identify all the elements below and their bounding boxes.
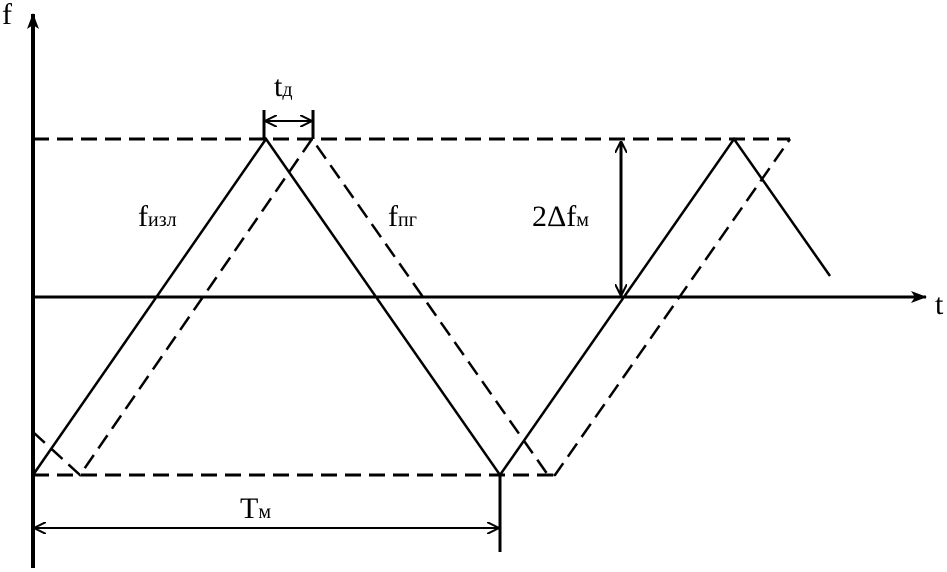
period-label: Tм (240, 492, 271, 525)
received-signal-label: fпг (388, 200, 417, 233)
delay-label: tд (274, 70, 293, 103)
deviation-label: 2Δfм (532, 200, 589, 233)
y-axis-label: f (2, 0, 12, 31)
received-signal-line (32, 136, 792, 477)
x-axis-label: t (935, 288, 944, 321)
emitted-signal-label: fизл (138, 200, 177, 233)
